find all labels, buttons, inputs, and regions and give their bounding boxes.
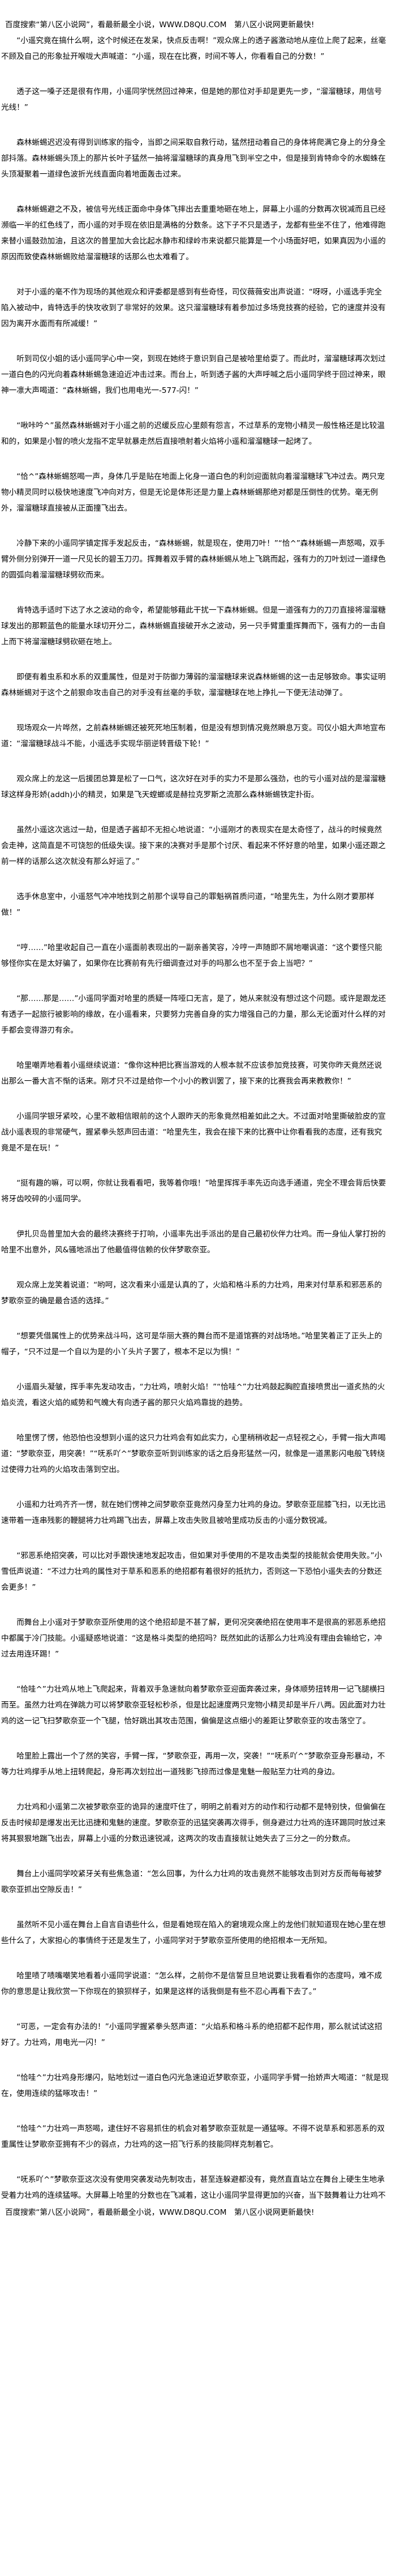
site-banner-top: 百度搜索“第八区小说网”，看最新最全小说，WWW.D8QU.COM 第八区小说网… — [5, 20, 315, 29]
story-paragraph: “恰哇^”力壮鸡身形爆闪，贴地划过一道白色闪光急速迫近梦歌奈亚，小遥同学手臂一抬… — [1, 2073, 389, 2098]
chapter-content: “小遥究竟在搞什么啊，这个时候还在发呆，快点反击啊！”观众席上的透子酱激动地从座… — [0, 33, 389, 2203]
story-paragraph: “可恶，一定会有办法的！”小遥同学握紧拳头怒声道：“火焰系和格斗系的绝招都不起作… — [1, 2022, 382, 2047]
story-paragraph: “邪恶系绝招突袭，可以比对手跟快速地发起攻击，但如果对手使用的不是攻击类型的技能… — [1, 1551, 382, 1592]
story-paragraph: 观众席上的龙这一后援团总算是松了一口气，这次好在对手的实力不是那么强劲，也的亏小… — [1, 774, 386, 799]
story-paragraph: 肯特选手适时下达了水之波动的命令，希望能够藉此干扰一下森林蜥蜴。但是一道强有力的… — [1, 606, 386, 647]
story-paragraph: “那……那是……”小遥同学面对哈里的质疑一阵哑口无言，是了，她从来就没有想过这个… — [1, 994, 386, 1035]
story-paragraph: “小遥究竟在搞什么啊，这个时候还在发呆，快点反击啊！”观众席上的透子酱激动地从座… — [1, 36, 386, 61]
story-paragraph: 舞台上小遥同学咬紧牙关有些焦急道：“怎么回事，为什么力壮鸡的攻击竟然不能够攻击到… — [1, 1869, 382, 1894]
site-banner-bottom: 百度搜索“第八区小说网”，看最新最全小说，WWW.D8QU.COM 第八区小说网… — [5, 2208, 315, 2217]
story-paragraph: 森林蜥蜴迟迟没有得到训练家的指令，当即之间采取自救行动，猛然扭动着自己的身体将爬… — [1, 138, 386, 179]
story-paragraph: 现场观众一片哗然，之前森林蜥蜴还被死死地压制着，但是没有想到情况竟然瞬息万变。司… — [1, 724, 386, 748]
story-paragraph: “恰哇^”力壮鸡从地上飞爬起来，背着双手急速就向着梦歌奈亚迎面奔袭过来，身体顺势… — [1, 1685, 386, 1726]
story-paragraph: “挺有趣的嘛，可以啊，你就让我看看吧，我等着你哦！”哈里挥挥手率先迈向选手通道，… — [1, 1179, 386, 1204]
story-paragraph: 力壮鸡和小遥第二次被梦歌奈亚的诡异的速度吓住了，明明之前看对方的动作和行动都不是… — [1, 1803, 386, 1843]
story-paragraph: 伊扎贝岛普里加大会的最终决赛终于打响，小遥率先出手派出的是自己最初伙伴力壮鸡。而… — [1, 1230, 386, 1255]
story-paragraph: “呒系吖^”梦歌奈亚这次没有使用突袭发动先制攻击，甚至连躲避都没有，竟然直直站立… — [1, 2175, 386, 2200]
story-paragraph: 小遥和力壮鸡齐齐一愣，就在她们愣神之间梦歌奈亚竟然闪身至力壮鸡的身边。梦歌奈亚屈… — [1, 1500, 386, 1525]
story-paragraph: 哈里嘲弄地看着小遥继续说道：“像你这种把比赛当游戏的人根本就不应该参加竞技赛，可… — [1, 1061, 382, 1086]
story-paragraph: “想要凭借属性上的优势来战斗吗，这可是华丽大赛的舞台而不是道馆赛的对战场地。”哈… — [1, 1332, 382, 1357]
story-paragraph: 小遥眉头凝皱，挥手率先发动攻击，“力壮鸡，喷射火焰！”“恰哇^”力壮鸡鼓起胸腔直… — [1, 1383, 385, 1407]
story-paragraph: 冷静下来的小遥同学镇定挥手发起反击，“森林蜥蜴，就是现在，使用刀叶！”“恰^”森… — [1, 539, 386, 580]
story-paragraph: 即便有着虫系和水系的双重属性，但是对于防御力薄弱的溜溜糖球来说森林蜥蜴的这一击足… — [1, 673, 386, 698]
story-paragraph: 哈里啧了啧嘴嘲笑地看着小遥同学说道：“怎么样，之前你不是信誓旦旦地说要让我看看你… — [1, 1971, 382, 1996]
story-paragraph: 哈里脸上露出一个了然的笑容，手臂一挥，“梦歌奈亚，再用一次，突袭！”“呒系吖^”… — [1, 1752, 385, 1777]
story-paragraph: “恰哇^”力壮鸡一声怒喝，逮住好不容易抓住的机会对着梦歌奈亚就是一通猛啄。不得不… — [1, 2124, 385, 2149]
story-paragraph: 森林蜥蜴避之不及，被信号光线正面命中身体飞摔出去重重地砸在地上，屏幕上小遥的分数… — [1, 205, 386, 262]
story-paragraph: 对于小遥的毫不作为现场的其他观众和评委都是感到有些奇怪，司仪薇薇安出声说道：“呀… — [1, 288, 386, 328]
story-paragraph: 透子这一嗓子还是很有作用，小遥同学恍然回过神来，但是她的那位对手却是更先一步，“… — [1, 87, 382, 112]
story-paragraph: 听到司仪小姐的话小遥同学心中一突，到现在她终于意识到自己是被哈里给耍了。而此时，… — [1, 354, 386, 395]
story-paragraph: 选手休息室中，小遥怒气冲冲地找到之前那个误导自己的罪魁祸首质问道，“哈里先生，为… — [1, 892, 375, 917]
story-paragraph: “恰^”森林蜥蜴怒喝一声，身体几乎是贴在地面上化身一道白色的利剑迎面就向着溜溜糖… — [1, 472, 385, 513]
story-paragraph: 而舞台上小遥对于梦歌奈亚所使用的这个绝招却是不甚了解，更何况突袭绝招在使用率不是… — [1, 1618, 386, 1659]
story-paragraph: “啾咔吟^”虽然森林蜥蜴对于小遥之前的迟缓反应心里颇有怨言，不过草系的宠物小精灵… — [1, 421, 385, 446]
story-paragraph: 哈里愣了愣，他恐怕也没想到小遥的这只力壮鸡会有如此实力，心里稍稍收起一点轻视之心… — [1, 1434, 386, 1474]
story-paragraph: 虽然听不见小遥在舞台上自言自语些什么，但是看她现在陷入的窘境观众席上的龙他们就知… — [1, 1920, 386, 1945]
story-paragraph: 观众席上龙笑着说道：“哟呵，这次看来小遥是认真的了，火焰和格斗系的力壮鸡，用来对… — [1, 1281, 382, 1306]
story-paragraph: 小遥同学银牙紧咬，心里不敢相信眼前的这个人跟昨天的形象竟然相差如此之大。不过面对… — [1, 1112, 386, 1153]
story-paragraph: “哼……”哈里收起自己一直在小遥面前表现出的一副亲善笑容，冷哼一声随即不屑地嘲讽… — [1, 943, 382, 968]
story-paragraph: 虽然小遥这次逃过一劫，但是透子酱却不无担心地说道：“小遥刚才的表现实在是太奇怪了… — [1, 825, 386, 866]
